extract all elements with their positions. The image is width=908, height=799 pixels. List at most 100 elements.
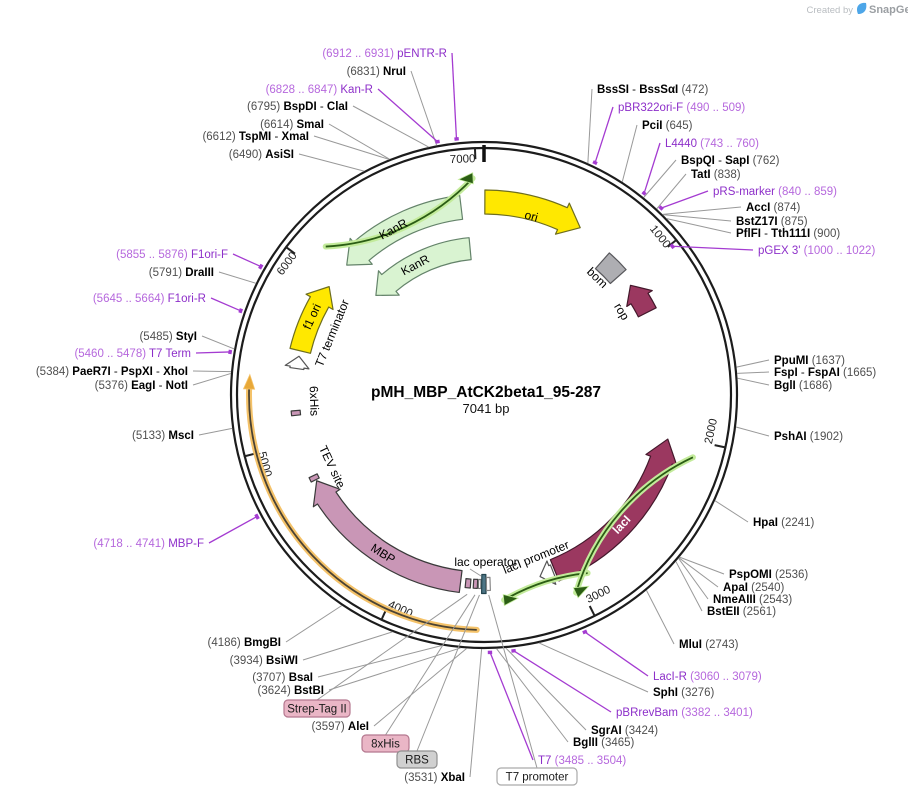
orf-insert-halo bbox=[249, 389, 477, 630]
leader-BsaI bbox=[318, 645, 442, 677]
leader-F1ori-F bbox=[233, 254, 261, 267]
feature-8xHis-feature[interactable] bbox=[473, 579, 477, 588]
label-BstBI[interactable]: (3624) BstBI bbox=[258, 685, 324, 697]
label-AleI[interactable]: (3597) AleI bbox=[311, 721, 369, 733]
tick-label-7000: 7000 bbox=[450, 153, 476, 166]
label-BglII[interactable]: BglII (3465) bbox=[573, 737, 635, 749]
leader-DraIII bbox=[219, 272, 256, 283]
label-pENTR-R[interactable]: (6912 .. 6931) pENTR-R bbox=[322, 48, 447, 60]
primer-site-F1ori-R[interactable] bbox=[240, 309, 241, 313]
label-BsiWI[interactable]: (3934) BsiWI bbox=[230, 655, 298, 667]
leader-RBS bbox=[417, 595, 479, 751]
label-SphI[interactable]: SphI (3276) bbox=[653, 687, 715, 699]
label-BspDI-ClaI[interactable]: (6795) BspDI - ClaI bbox=[247, 101, 348, 113]
label-F1ori-R[interactable]: (5645 .. 5664) F1ori-R bbox=[93, 293, 206, 305]
label-MscI[interactable]: (5133) MscI bbox=[132, 430, 194, 442]
leader-AsiSI bbox=[299, 154, 364, 171]
label-SgrAI[interactable]: SgrAI (3424) bbox=[591, 725, 658, 737]
label-T7[interactable]: T7 (3485 .. 3504) bbox=[538, 755, 626, 767]
label-ApaI[interactable]: ApaI (2540) bbox=[723, 582, 785, 594]
leader-pENTR-R bbox=[452, 53, 456, 139]
feature-lac-operator[interactable] bbox=[482, 574, 486, 593]
label-AsiSI[interactable]: (6490) AsiSI bbox=[229, 149, 294, 161]
label-pRS-marker[interactable]: pRS-marker (840 .. 859) bbox=[713, 186, 837, 198]
label-MBP-F[interactable]: (4718 .. 4741) MBP-F bbox=[93, 538, 204, 550]
leader-EagI-NotI bbox=[193, 373, 231, 385]
label-NruI[interactable]: (6831) NruI bbox=[347, 66, 406, 78]
label-Kan-R[interactable]: (6828 .. 6847) Kan-R bbox=[266, 84, 373, 96]
label-StyI[interactable]: (5485) StyI bbox=[139, 331, 197, 343]
label-PspOMI[interactable]: PspOMI (2536) bbox=[729, 569, 808, 581]
snapgene-logo-icon bbox=[857, 3, 866, 14]
label-BstEII[interactable]: BstEII (2561) bbox=[707, 606, 776, 618]
feature-RBS-feature[interactable] bbox=[478, 579, 481, 588]
label-PpuMI[interactable]: PpuMI (1637) bbox=[774, 355, 845, 367]
label-PshAI[interactable]: PshAI (1902) bbox=[774, 431, 843, 443]
label-BssSI-BssSaI[interactable]: BssSI - BssSαI (472) bbox=[597, 84, 708, 96]
primer-site-Kan-R[interactable] bbox=[435, 141, 439, 142]
leader-ApaI bbox=[679, 558, 718, 587]
label-pGEX-3[interactable]: pGEX 3' (1000 .. 1022) bbox=[758, 245, 875, 257]
leader-PshAI bbox=[736, 427, 769, 436]
leader-PaeR7I-PspXI-XhoI bbox=[193, 371, 231, 372]
orf-kanr-head bbox=[460, 173, 473, 183]
label-PflFI-Tth111I[interactable]: PflFI - Tth111I (900) bbox=[736, 228, 840, 240]
leader-XbaI bbox=[470, 649, 482, 777]
feature-T7-terminator[interactable] bbox=[285, 356, 309, 369]
primer-site-L4440[interactable] bbox=[642, 192, 645, 194]
primer-site-pGEX-3[interactable] bbox=[671, 244, 674, 248]
feature-6xHis[interactable] bbox=[291, 410, 300, 416]
leader-LacI-R bbox=[585, 632, 648, 676]
label-XbaI[interactable]: (3531) XbaI bbox=[404, 772, 465, 784]
primer-site-pBR322ori-F[interactable] bbox=[593, 162, 597, 164]
leader-PspOMI bbox=[680, 557, 724, 574]
primer-site-MBP-F[interactable] bbox=[256, 514, 258, 519]
label-BglI[interactable]: BglI (1686) bbox=[774, 380, 832, 392]
feature-lacI[interactable] bbox=[550, 439, 677, 581]
primer-site-F1ori-F[interactable] bbox=[260, 265, 262, 269]
label-LacI-R[interactable]: LacI-R (3060 .. 3079) bbox=[653, 671, 762, 683]
label-HpaI[interactable]: HpaI (2241) bbox=[753, 517, 815, 529]
label-NmeAIII[interactable]: NmeAIII (2543) bbox=[713, 594, 792, 606]
label-F1ori-F[interactable]: (5855 .. 5876) F1ori-F bbox=[116, 249, 228, 261]
label-DraIII[interactable]: (5791) DraIII bbox=[149, 267, 214, 279]
label-T7-Term[interactable]: (5460 .. 5478) T7 Term bbox=[74, 348, 191, 360]
label-EagI-NotI[interactable]: (5376) EagI - NotI bbox=[95, 380, 188, 392]
primer-site-T7-Term[interactable] bbox=[230, 350, 231, 354]
label-TatI[interactable]: TatI (838) bbox=[691, 169, 741, 181]
label-pBRrevBam[interactable]: pBRrevBam (3382 .. 3401) bbox=[616, 707, 753, 719]
leader-PpuMI bbox=[736, 360, 769, 367]
tick-3000 bbox=[590, 606, 595, 617]
leader-SphI bbox=[539, 643, 648, 692]
feature-T7-promoter-feature[interactable] bbox=[486, 577, 490, 590]
label-BstZ17I[interactable]: BstZ17I (875) bbox=[736, 216, 808, 228]
label-BmgBI[interactable]: (4186) BmgBI bbox=[208, 637, 282, 649]
plasmid-title: pMH_MBP_AtCK2beta1_95-287 bbox=[371, 384, 601, 401]
label-AccI[interactable]: AccI (874) bbox=[746, 202, 801, 214]
label-pBR322ori-F[interactable]: pBR322ori-F (490 .. 509) bbox=[618, 102, 745, 114]
label-SmaI[interactable]: (6614) SmaI bbox=[260, 119, 324, 131]
primer-site-LacI-R[interactable] bbox=[583, 631, 587, 633]
label-PciI[interactable]: PciI (645) bbox=[642, 120, 693, 132]
leader-pRS-marker bbox=[661, 191, 708, 208]
orf-insert-head bbox=[244, 376, 254, 389]
feature-strep-tag-II-feature[interactable] bbox=[465, 579, 471, 588]
leader-PciI bbox=[622, 125, 637, 182]
primer-site-pRS-marker[interactable] bbox=[659, 207, 662, 210]
primer-site-pBRrevBam[interactable] bbox=[511, 651, 515, 652]
label-PaeR7I-PspXI-XhoI[interactable]: (5384) PaeR7I - PspXI - XhoI bbox=[36, 366, 188, 378]
label-TspMI-XmaI[interactable]: (6612) TspMI - XmaI bbox=[202, 131, 309, 143]
feature-label-6xHis[interactable]: 6xHis bbox=[307, 386, 322, 416]
label-MluI[interactable]: MluI (2743) bbox=[679, 639, 739, 651]
leader-BglI bbox=[737, 378, 769, 385]
label-FspI-FspAI[interactable]: FspI - FspAI (1665) bbox=[774, 367, 876, 379]
label-BsaI[interactable]: (3707) BsaI bbox=[252, 672, 313, 684]
leader-NruI bbox=[411, 71, 437, 145]
watermark-created-by: Created by bbox=[807, 5, 854, 16]
label-L4440[interactable]: L4440 (743 .. 760) bbox=[665, 138, 759, 150]
leader-AleI bbox=[374, 648, 467, 726]
label-BspQI-SapI[interactable]: BspQI - SapI (762) bbox=[681, 155, 780, 167]
leader-TspMI-XmaI bbox=[314, 136, 389, 159]
feature-label-lac-operator[interactable]: lac operator bbox=[454, 555, 517, 569]
